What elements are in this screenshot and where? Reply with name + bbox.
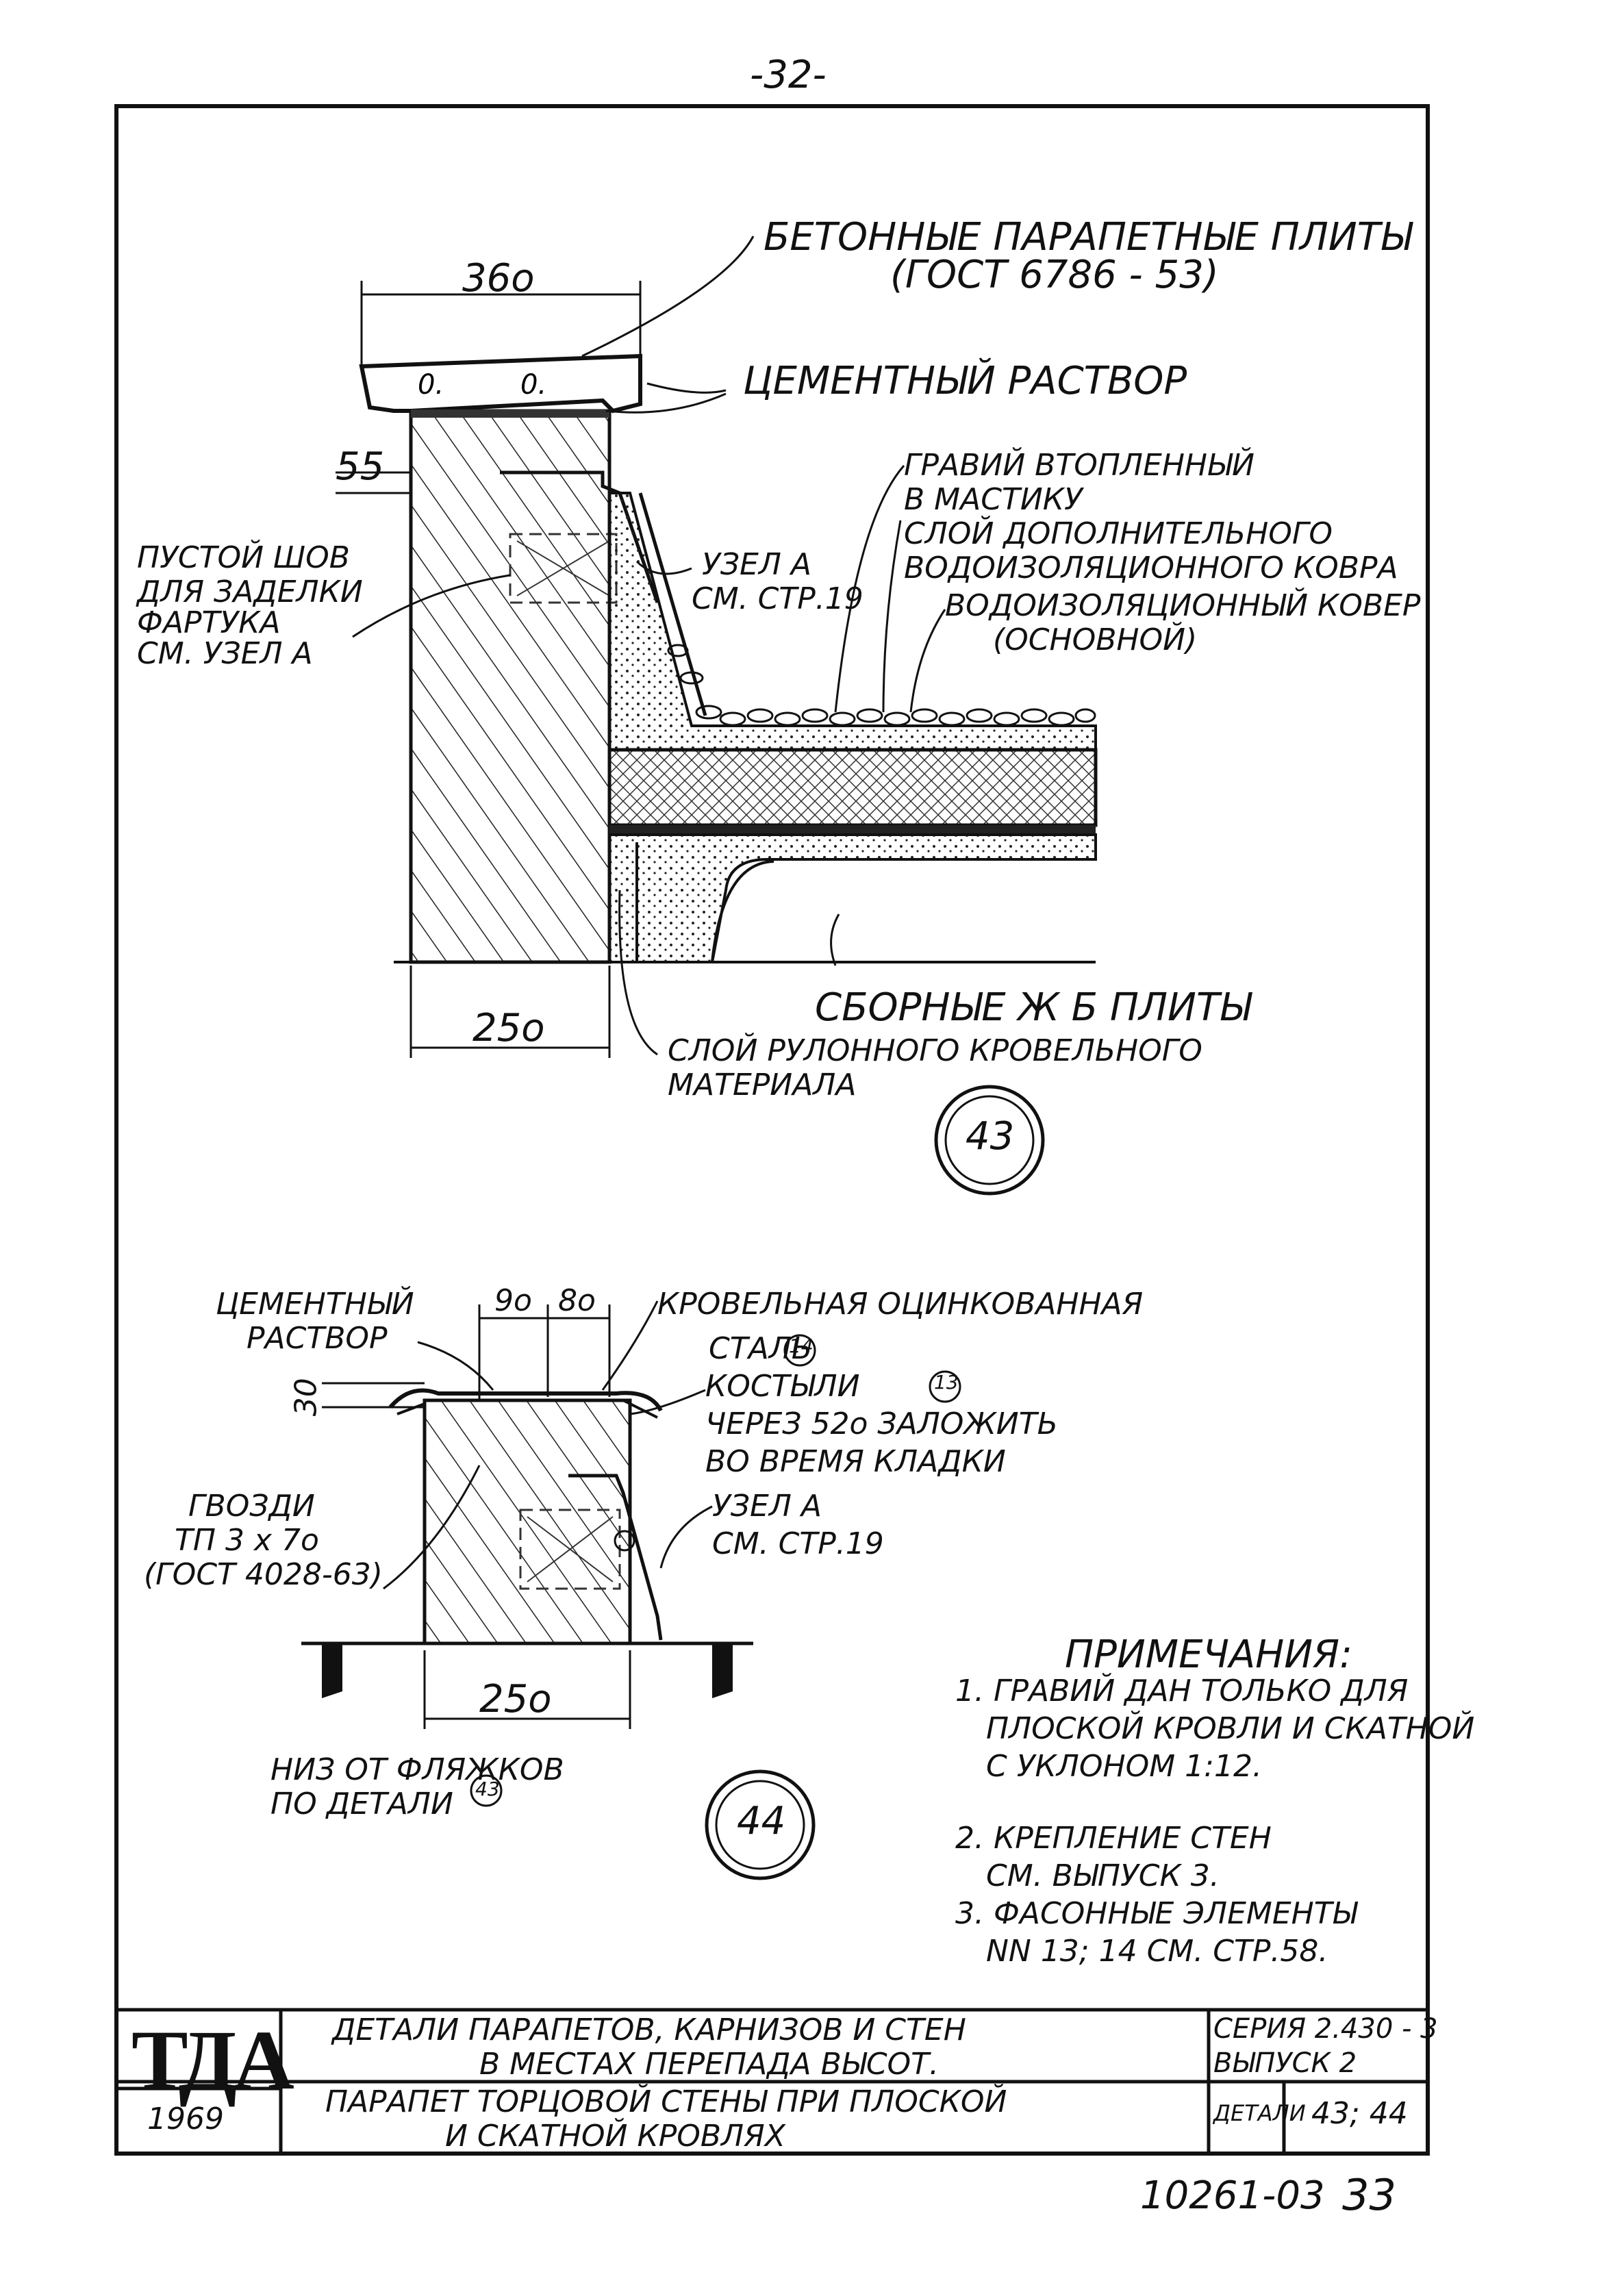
sheet-number: 33 — [1342, 2170, 1396, 2220]
fig43-joint-line3: ФАРТУКА — [137, 605, 281, 640]
note-2-line2: СМ. ВЫПУСК 3. — [986, 1858, 1220, 1893]
details-label: ДЕТАЛИ — [1213, 2100, 1306, 2126]
fig44-crutch-line1: КОСТЫЛИ — [705, 1369, 860, 1404]
fig44-dim-80: 8о — [558, 1283, 596, 1318]
fig44-node-a-line1: УЗЕЛ А — [712, 1489, 822, 1524]
svg-text:0.: 0. — [520, 369, 546, 401]
fig43-mortar: ЦЕМЕНТНЫЙ РАСТВОР — [743, 359, 1187, 403]
fig44-mortar-line2: РАСТВОР — [247, 1321, 388, 1356]
fig43-drawing: 0. 0. — [336, 236, 1098, 1196]
drawing-code: 10261-03 — [1140, 2173, 1325, 2218]
fig43-gravel-line2: В МАСТИКУ — [904, 482, 1083, 517]
fig44-crutch-line3: ВО ВРЕМЯ КЛАДКИ — [705, 1444, 1006, 1479]
fig44-node-a-line2: СМ. СТР.19 — [712, 1526, 884, 1561]
fig44-dim-30: 30 — [288, 1378, 324, 1417]
fig43-number: 43 — [966, 1114, 1015, 1159]
fig44-number: 44 — [737, 1799, 786, 1843]
title2-line1: ПАРАПЕТ ТОРЦОВОЙ СТЕНЫ ПРИ ПЛОСКОЙ — [325, 2084, 1007, 2119]
fig44-below-ref: 43 — [475, 1778, 500, 1800]
title1-line2: В МЕСТАХ ПЕРЕПАДА ВЫСОТ. — [479, 2047, 940, 2082]
organization-logo: ТДА — [131, 2013, 294, 2107]
fig44-nails-line1: ГВОЗДИ — [188, 1489, 315, 1524]
note-3-line2: NN 13; 14 СМ. СТР.58. — [986, 1934, 1328, 1969]
note-1-line3: С УКЛОНОМ 1:12. — [986, 1749, 1262, 1784]
fig44-nails-line2: ТП 3 х 7о — [175, 1523, 319, 1558]
page-number: -32- — [750, 53, 827, 97]
fig43-node-a-line2: СМ. СТР.19 — [692, 581, 863, 616]
fig44-below-line2: ПО ДЕТАЛИ — [270, 1787, 453, 1821]
fig43-joint-line2: ДЛЯ ЗАДЕЛКИ — [137, 575, 363, 609]
title-block-lines — [116, 2008, 1428, 2154]
svg-text:0.: 0. — [418, 369, 444, 401]
fig43-extra-layer-line1: СЛОЙ ДОПОЛНИТЕЛЬНОГО — [904, 516, 1333, 551]
fig44-steel-line2: СТАЛЬ — [709, 1331, 812, 1366]
fig43-precast: СБОРНЫЕ Ж Б ПЛИТЫ — [815, 985, 1251, 1030]
fig43-joint-line1: ПУСТОЙ ШОВ — [137, 540, 350, 575]
fig43-main-carpet-line1: ВОДОИЗОЛЯЦИОННЫЙ КОВЕР — [945, 588, 1421, 623]
fig44-steel-ref: 14 — [789, 1335, 814, 1357]
fig43-plates-line2: (ГОСТ 6786 - 53) — [890, 253, 1219, 297]
fig44-nails-line3: (ГОСТ 4028-63) — [144, 1557, 383, 1592]
fig44-drawing — [301, 1300, 961, 1880]
title-block-year: 1969 — [147, 2102, 224, 2136]
fig44-steel-line1: КРОВЕЛЬНАЯ ОЦИНКОВАННАЯ — [657, 1287, 1144, 1322]
fig44-below-line1: НИЗ ОТ ФЛЯЖКОВ — [270, 1752, 564, 1787]
fig43-roll-line1: СЛОЙ РУЛОННОГО КРОВЕЛЬНОГО — [668, 1033, 1202, 1068]
notes-title: ПРИМЕЧАНИЯ: — [1065, 1632, 1352, 1677]
title1-line1: ДЕТАЛИ ПАРАПЕТОВ, КАРНИЗОВ И СТЕН — [332, 2013, 966, 2047]
issue-label: ВЫПУСК 2 — [1213, 2047, 1357, 2079]
note-3-line1: 3. ФАСОННЫЕ ЭЛЕМЕНТЫ — [955, 1896, 1357, 1931]
fig43-node-a-line1: УЗЕЛ А — [702, 547, 811, 582]
fig44-crutch-ref: 13 — [934, 1371, 959, 1393]
fig43-dim-55: 55 — [336, 444, 385, 489]
series-label: СЕРИЯ 2.430 - 3 — [1213, 2013, 1438, 2045]
fig44-crutch-line2: ЧЕРЕЗ 52о ЗАЛОЖИТЬ — [705, 1406, 1058, 1441]
fig43-dim-top: 36о — [462, 256, 535, 301]
title2-line2: И СКАТНОЙ КРОВЛЯХ — [445, 2119, 785, 2154]
fig43-main-carpet-line2: (ОСНОВНОЙ) — [993, 622, 1198, 657]
note-1-line1: 1. ГРАВИЙ ДАН ТОЛЬКО ДЛЯ — [955, 1674, 1409, 1708]
fig44-dim-90: 9о — [494, 1283, 532, 1318]
fig43-plates-line1: БЕТОННЫЕ ПАРАПЕТНЫЕ ПЛИТЫ — [764, 215, 1412, 260]
fig43-gravel-line1: ГРАВИЙ ВТОПЛЕННЫЙ — [904, 448, 1255, 483]
fig44-mortar-line1: ЦЕМЕНТНЫЙ — [216, 1287, 414, 1322]
fig43-roll-line2: МАТЕРИАЛА — [668, 1068, 857, 1102]
fig43-joint-line4: СМ. УЗЕЛ А — [137, 636, 313, 671]
sheet-frame — [114, 104, 1430, 2156]
note-2-line1: 2. КРЕПЛЕНИЕ СТЕН — [955, 1821, 1272, 1856]
note-1-line2: ПЛОСКОЙ КРОВЛИ И СКАТНОЙ — [986, 1711, 1475, 1746]
fig44-dim-bottom: 25о — [479, 1677, 552, 1721]
fig43-extra-layer-line2: ВОДОИЗОЛЯЦИОННОГО КОВРА — [904, 551, 1398, 585]
details-value: 43; 44 — [1311, 2096, 1408, 2131]
fig43-dim-bottom: 25о — [472, 1006, 545, 1050]
